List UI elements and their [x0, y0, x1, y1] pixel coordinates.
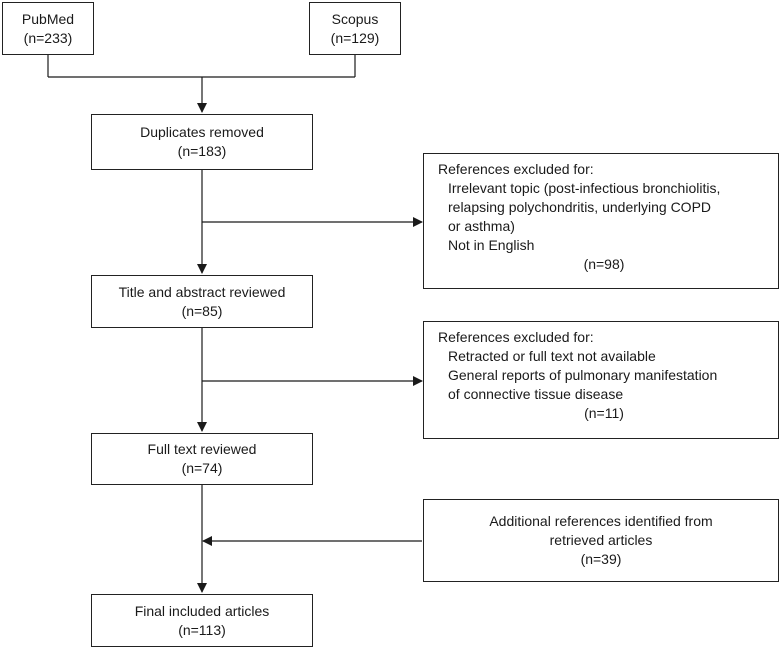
exclusion-box-2: References excluded for: Retracted or fu…	[423, 321, 779, 439]
exclusion-2-title: References excluded for:	[438, 329, 594, 345]
exclusion-2-count: (n=11)	[584, 405, 624, 421]
exclusion-1-item: or asthma)	[448, 218, 515, 234]
exclusion-1-title: References excluded for:	[438, 161, 594, 177]
duplicates-removed-count: (n=183)	[177, 143, 227, 159]
exclusion-2-item: of connective tissue disease	[448, 386, 624, 402]
exclusion-1-item: relapsing polychondritis, underlying COP…	[448, 199, 712, 215]
exclusion-1-count: (n=98)	[583, 256, 625, 272]
final-included-count: (n=113)	[178, 621, 226, 638]
scopus-label: Scopus	[331, 10, 379, 27]
additional-references-box: Additional references identified from re…	[423, 499, 779, 582]
full-text-reviewed-box: Full text reviewed (n=74)	[91, 433, 313, 485]
pubmed-label: PubMed	[21, 10, 75, 27]
duplicates-removed-label: Duplicates removed	[140, 124, 264, 140]
title-abstract-label: Title and abstract reviewed	[118, 283, 286, 300]
exclusion-box-1: References excluded for: Irrelevant topi…	[423, 153, 779, 289]
exclusion-2-item: Retracted or full text not available	[448, 348, 656, 364]
exclusion-1-item: Not in English	[448, 237, 535, 253]
additional-count: (n=39)	[580, 551, 622, 567]
additional-line: Additional references identified from	[489, 513, 713, 529]
exclusion-1-item: Irrelevant topic (post-infectious bronch…	[448, 180, 721, 196]
additional-line: retrieved articles	[549, 532, 653, 548]
final-included-box: Final included articles (n=113)	[91, 594, 313, 647]
scopus-count: (n=129)	[330, 29, 380, 46]
title-abstract-reviewed-box: Title and abstract reviewed (n=85)	[91, 275, 313, 328]
exclusion-2-item: General reports of pulmonary manifestati…	[448, 367, 718, 383]
pubmed-box: PubMed (n=233)	[2, 2, 94, 55]
duplicates-removed-box: Duplicates removed (n=183)	[91, 114, 313, 170]
full-text-count: (n=74)	[181, 460, 223, 476]
title-abstract-count: (n=85)	[181, 302, 223, 319]
scopus-box: Scopus (n=129)	[309, 2, 401, 55]
final-included-label: Final included articles	[134, 602, 270, 619]
pubmed-count: (n=233)	[23, 29, 73, 46]
full-text-label: Full text reviewed	[147, 441, 257, 457]
